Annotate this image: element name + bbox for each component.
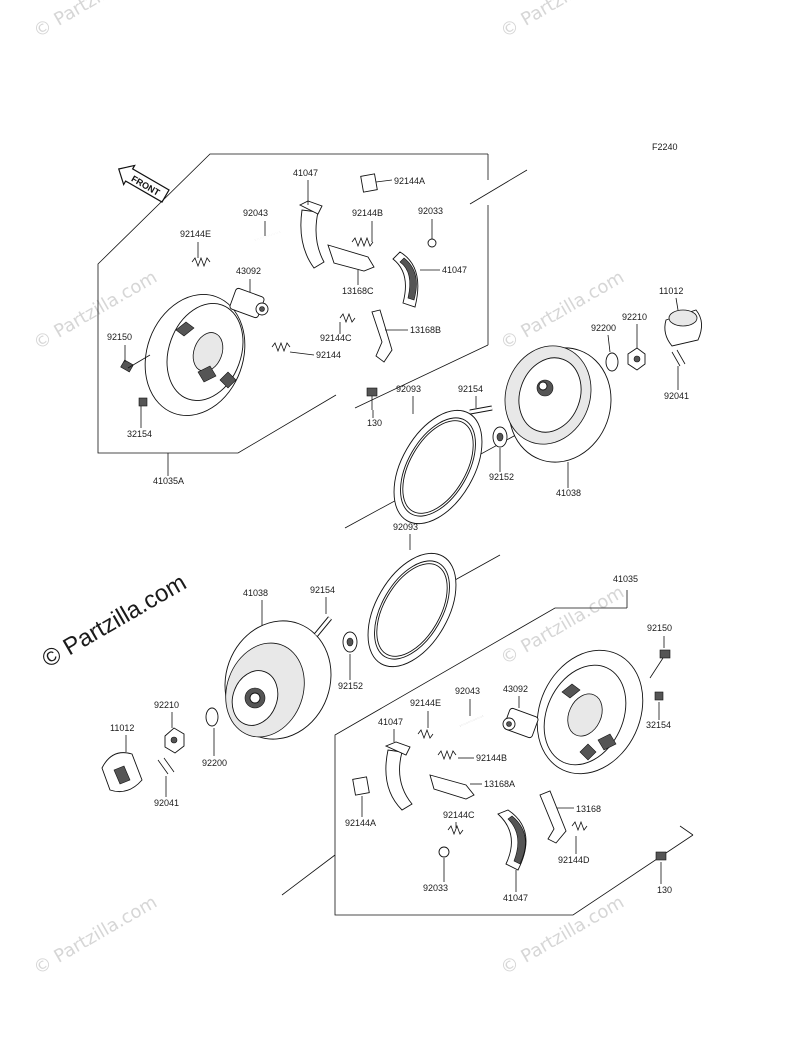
wheel-cylinder-43092 [229, 287, 269, 319]
label-92144A: 92144A [394, 176, 425, 186]
oil-seal-92093 [367, 552, 457, 668]
label-41038-bottom: 41038 [243, 588, 268, 598]
label-92210: 92210 [622, 312, 647, 322]
label-13168: 13168 [576, 804, 601, 814]
label-11012-bottom: 11012 [110, 723, 134, 733]
label-130: 130 [367, 418, 382, 428]
label-92093: 92093 [396, 384, 421, 394]
watermark: © Partzilla.com [30, 0, 161, 42]
leader-lines-top [124, 179, 679, 488]
bottom-assembly: 92093 41035 41038 92154 92150 92152 9221… [101, 522, 694, 916]
label-92144: 92144 [316, 350, 341, 360]
label-130-bottom: 130 [657, 885, 672, 895]
label-92144A-bottom: 92144A [345, 818, 376, 828]
top-assembly: 41047 92144A 92043 92144B 92033 92144E 4… [97, 153, 702, 529]
label-43092-bottom: 43092 [503, 684, 528, 694]
label-92041-bottom: 92041 [154, 798, 179, 808]
label-92033: 92033 [418, 206, 443, 216]
label-92043-bottom: 92043 [455, 686, 480, 696]
label-11012: 11012 [659, 286, 683, 296]
label-92093-bottom: 92093 [393, 522, 418, 532]
front-arrow-icon: FRONT [117, 164, 170, 203]
label-92144B-bottom: 92144B [476, 753, 507, 763]
label-92200: 92200 [591, 323, 616, 333]
brake-drum-41038 [504, 345, 612, 463]
brake-panel-41035A [144, 294, 246, 416]
wheel-cylinder-43092 [502, 707, 539, 739]
label-13168C: 13168C [342, 286, 374, 296]
label-92144D: 92144D [558, 855, 590, 865]
watermark: © Partzilla.com [497, 892, 628, 980]
oil-seal-92093 [393, 409, 483, 525]
label-92144B: 92144B [352, 208, 383, 218]
watermark: © Partzilla.com [30, 892, 161, 980]
watermark-large: © Partzilla.com [38, 569, 192, 673]
label-32154-bottom: 32154 [646, 720, 671, 730]
label-32154: 32154 [127, 429, 152, 439]
watermark: © Partzilla.com [30, 267, 161, 355]
label-92144C: 92144C [320, 333, 352, 343]
label-92154-bottom: 92154 [310, 585, 335, 595]
brake-drum-41038 [224, 620, 332, 740]
label-13168B: 13168B [410, 325, 441, 335]
figure-code: F2240 [652, 142, 678, 152]
label-92144E-bottom: 92144E [410, 698, 441, 708]
watermarks: © Partzilla.com © Partzilla.com © Partzi… [30, 0, 628, 979]
label-41035A: 41035A [153, 476, 184, 486]
label-41047-bottom: 41047 [503, 893, 528, 903]
label-92152: 92152 [489, 472, 514, 482]
label-92154: 92154 [458, 384, 483, 394]
label-92200-bottom: 92200 [202, 758, 227, 768]
label-41038: 41038 [556, 488, 581, 498]
label-41035: 41035 [613, 574, 638, 584]
label-43092: 43092 [236, 266, 261, 276]
brake-panel-41035 [536, 649, 644, 775]
watermark: © Partzilla.com [497, 267, 628, 355]
label-92144E: 92144E [180, 229, 211, 239]
label-92033-bottom: 92033 [423, 883, 448, 893]
label-92210-bottom: 92210 [154, 700, 179, 710]
label-92041: 92041 [664, 391, 689, 401]
label-92150: 92150 [107, 332, 132, 342]
label-41047-bottom-left: 41047 [378, 717, 403, 727]
label-92152-bottom: 92152 [338, 681, 363, 691]
label-92043: 92043 [243, 208, 268, 218]
watermark: © Partzilla.com [497, 0, 628, 42]
label-92144C-bottom: 92144C [443, 810, 475, 820]
label-41047: 41047 [293, 168, 318, 178]
label-13168A: 13168A [484, 779, 515, 789]
label-92150-bottom: 92150 [647, 623, 672, 633]
label-41047-right: 41047 [442, 265, 467, 275]
leader-lines-bottom [125, 534, 665, 892]
